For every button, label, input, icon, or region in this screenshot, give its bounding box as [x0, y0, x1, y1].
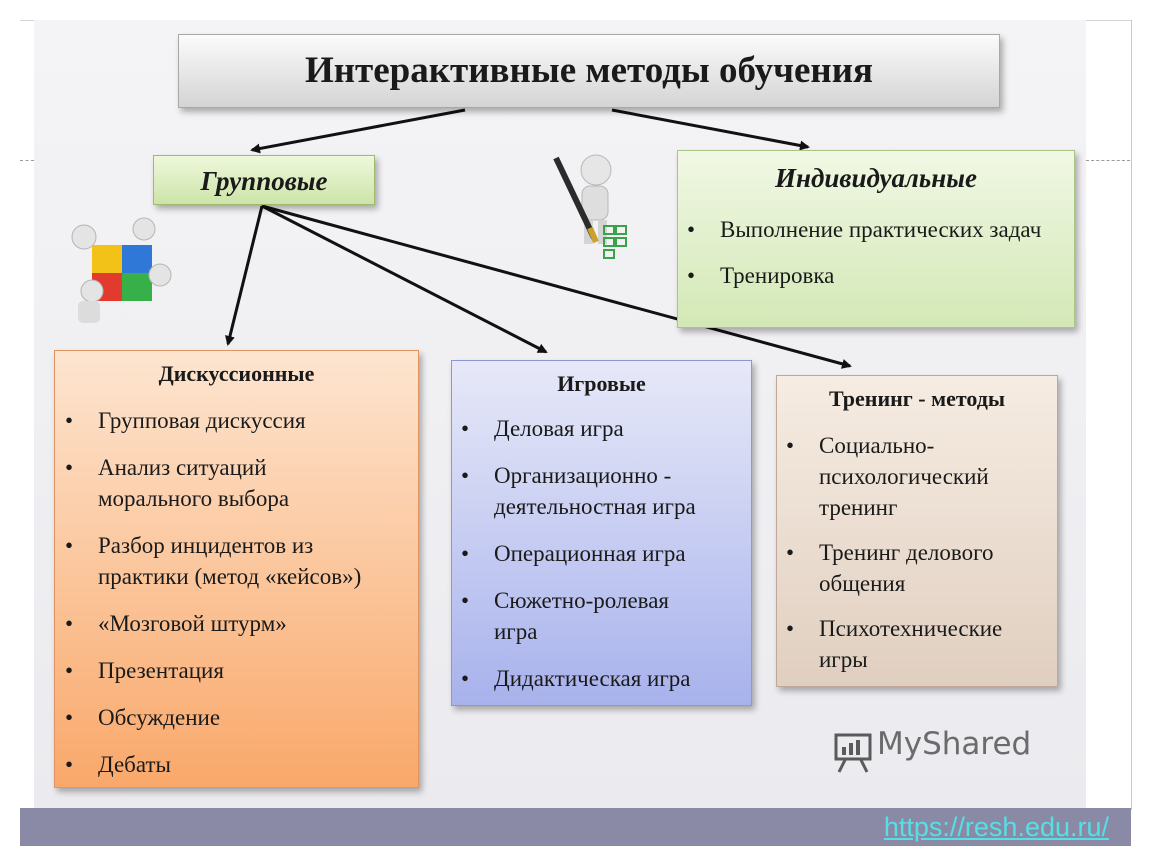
guide-dash-left	[20, 160, 34, 161]
group-methods-node: Групповые	[153, 155, 375, 205]
footer-link[interactable]: https://resh.edu.ru/	[883, 812, 1109, 842]
list-item: Операционная игра	[461, 538, 751, 569]
list-item: Презентация	[65, 655, 418, 686]
footer-bar: https://resh.edu.ru/	[20, 808, 1131, 846]
list-item: Анализ ситуаций морального выбора	[65, 452, 328, 514]
list-item: Групповая дискуссия	[65, 405, 418, 436]
diagram-title: Интерактивные методы обучения	[178, 34, 1000, 108]
list-item: Дидактическая игра	[461, 663, 751, 694]
list-item: Разбор инцидентов из практики (метод «ке…	[65, 530, 408, 592]
discussion-methods-node: Дискуссионные Групповая дискуссия Анализ…	[54, 350, 419, 788]
training-methods-node: Тренинг - методы Социально-психологическ…	[776, 375, 1058, 687]
list-item: Социально-психологический тренинг	[786, 430, 1024, 523]
game-title: Игровые	[557, 371, 646, 396]
list-item: Тренировка	[687, 260, 1074, 291]
discussion-title: Дискуссионные	[158, 361, 315, 386]
game-methods-node: Игровые Деловая игра Организационно - де…	[451, 360, 752, 706]
arrow-to-group	[250, 108, 466, 154]
arrow-to-training	[261, 204, 852, 369]
list-item: Выполнение практических задач	[687, 214, 1074, 245]
individual-methods-node: Индивидуальные Выполнение практических з…	[677, 150, 1075, 328]
logo-text: MyShared	[877, 726, 1032, 762]
arrow-to-game	[261, 204, 548, 354]
puzzle-team-icon	[71, 217, 172, 323]
list-item: Обсуждение	[65, 702, 418, 733]
list-item: Деловая игра	[461, 413, 751, 444]
arrow-to-individual	[611, 108, 810, 151]
list-item: Сюжетно-ролевая игра	[461, 585, 714, 647]
list-item: Психотехнические игры	[786, 613, 1039, 675]
frame-right-line	[1131, 20, 1132, 810]
presentation-board-icon	[834, 733, 872, 773]
list-item: «Мозговой штурм»	[65, 608, 418, 639]
list-item: Тренинг делового общения	[786, 537, 1019, 599]
person-with-pen-icon	[553, 154, 627, 259]
list-item: Организационно - деятельностная игра	[461, 460, 730, 522]
list-item: Дебаты	[65, 749, 418, 780]
training-title: Тренинг - методы	[828, 386, 1006, 411]
guide-dash-right	[1086, 160, 1130, 161]
arrow-to-discussion	[225, 205, 264, 346]
individual-title: Индивидуальные	[775, 163, 977, 193]
